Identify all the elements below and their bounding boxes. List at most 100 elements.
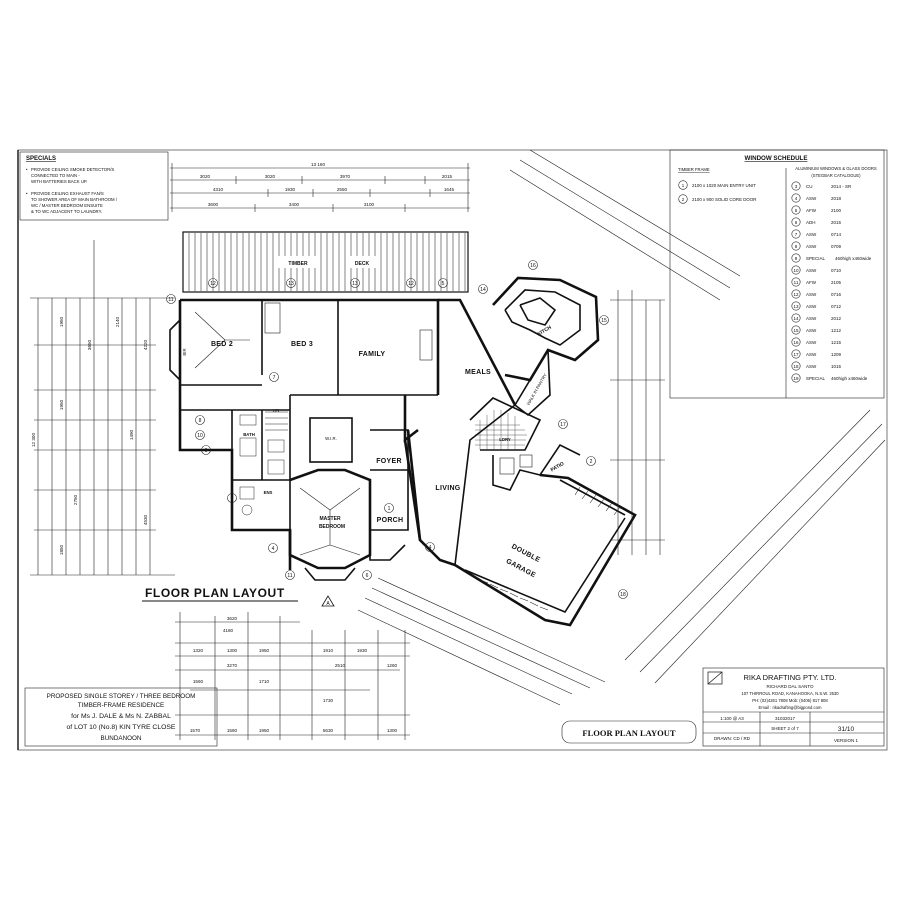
room-foyer: FOYER [376,458,402,465]
bottom-dim-r4-1: 1560 [193,679,204,684]
top-dim-r2-1: 4310 [213,187,224,192]
svg-text:460high x460wide: 460high x460wide [835,256,872,261]
room-patio: PATIO [550,461,566,474]
svg-text:16: 16 [793,340,799,345]
room-family: FAMILY [359,351,386,358]
title-label: FLOOR PLAN LAYOUT [582,728,676,738]
svg-text:18: 18 [620,592,626,598]
svg-text:12: 12 [210,281,216,287]
window-schedule-subtitle: ALUMINIUM WINDOWS & GLASS DOORS [795,166,877,171]
left-dim-r2-3: 4530 [143,514,148,525]
timber-deck-label-2: DECK [355,261,370,267]
svg-text:5: 5 [442,281,445,287]
svg-text:A: A [326,601,330,607]
top-dim-r1-1: 3020 [200,174,211,179]
svg-text:14: 14 [793,316,799,321]
svg-text:2015: 2015 [831,220,842,225]
timber-frame-1: 2100 x 1020 MAIN ENTRY UNIT [692,183,756,188]
svg-text:16: 16 [530,263,536,269]
svg-text:CU: CU [806,184,813,189]
svg-text:17: 17 [560,422,566,428]
room-wir: W.I.R. [325,436,337,441]
svg-text:6: 6 [795,220,798,225]
company-address: 107 THIRROUL ROAD, KANAHOOKA, N.S.W. 253… [741,691,839,696]
left-dim-r1-3: 1950 [59,399,64,410]
svg-text:11: 11 [168,297,173,303]
company-name: RIKA DRAFTING PTY. LTD. [743,673,836,682]
east-wing-walls [403,276,637,627]
svg-text:13: 13 [793,304,799,309]
top-dimensions: 13 160 3020 3020 3970 2015 4310 1930 255… [170,162,470,212]
svg-text:ASW: ASW [806,364,817,369]
bottom-dim-r2-4: 1910 [323,648,334,653]
svg-text:ASW: ASW [806,196,817,201]
left-dim-r2-2: 4220 [143,339,148,350]
residence-line-4: of LOT 10 (No.8) KIN TYRE CLOSE [67,724,176,731]
top-dim-r3-3: 3100 [364,202,375,207]
timber-frame-rows: 1 2100 x 1020 MAIN ENTRY UNIT 2 2100 x 9… [678,180,756,204]
room-bath: BATH [243,432,255,437]
svg-text:11: 11 [794,280,799,285]
svg-text:ASW: ASW [806,292,817,297]
bottom-dim-r4-3: 1730 [323,698,334,703]
svg-text:ASW: ASW [806,352,817,357]
svg-text:2018: 2018 [831,196,842,201]
window-schedule-title: WINDOW SCHEDULE [745,155,808,162]
svg-text:0709: 0709 [831,244,842,249]
specials-item-1: PROVIDE CEILING SMOKE DETECTOR/S CONNECT… [31,167,115,184]
svg-text:7: 7 [273,375,276,381]
svg-text:12: 12 [408,281,414,287]
svg-text:4: 4 [429,545,432,551]
svg-text:ASW: ASW [806,340,817,345]
bottom-dim-r1-1: 3620 [227,616,238,621]
timber-deck: TIMBER DECK [182,231,469,293]
bottom-dim-r3-1: 3270 [227,663,238,668]
svg-text:2012: 2012 [831,316,842,321]
svg-text:5: 5 [795,208,798,213]
top-dim-r3-2: 3400 [289,202,300,207]
svg-text:10: 10 [197,433,203,439]
svg-text:460high x460wide: 460high x460wide [831,376,868,381]
svg-text:ASW: ASW [806,304,817,309]
bottom-dim-r5-5: 1300 [387,728,398,733]
room-bed3: BED 3 [291,341,313,348]
svg-text:18: 18 [793,364,799,369]
bottom-dim-r2-1: 1320 [193,648,204,653]
svg-text:9: 9 [205,448,208,454]
residence-box: PROPOSED SINGLE STOREY / THREE BEDROOM T… [24,687,218,747]
svg-text:8: 8 [795,244,798,249]
svg-text:15: 15 [793,328,799,333]
left-dim-labels: 12 300 1950 3650 1950 2750 1850 1490 214… [31,316,148,555]
title-block: RIKA DRAFTING PTY. LTD. RICHARD DAL SANT… [702,667,885,747]
top-dim-overall: 13 160 [311,162,325,167]
svg-text:•: • [26,167,28,172]
svg-text:ASW: ASW [806,232,817,237]
top-dim-r2-3: 2550 [337,187,348,192]
bottom-dim-r2-3: 1950 [259,648,270,653]
room-master-1: MASTER [319,516,341,522]
svg-text:0712: 0712 [831,304,842,309]
svg-text:11: 11 [287,573,292,579]
left-dim-r1-1: 1950 [59,316,64,327]
right-dimensions [610,290,665,555]
room-bir: BIR [182,348,187,355]
timber-frame-label: TIMBER FRAME [678,167,710,172]
svg-text:15: 15 [601,318,607,324]
left-dim-r1-2: 3650 [87,339,92,350]
left-dimensions [30,240,175,576]
svg-text:ASW: ASW [806,244,817,249]
company-email: Email : rikadrafting@bigpond.com [759,705,822,710]
svg-text:10: 10 [793,268,799,273]
title-sheet: SHEET 2 of 7 [771,726,799,731]
svg-text:13: 13 [288,281,294,287]
bottom-dim-r5-1: 1570 [190,728,201,733]
room-bed2: BED 2 [211,341,233,348]
svg-text:3: 3 [795,184,798,189]
svg-text:4: 4 [795,196,798,201]
title-job-no: 31032017 [775,716,796,721]
room-labels: BED 2 BED 3 FAMILY MEALS KITCH WALK IN P… [182,325,565,580]
svg-text:0714: 0714 [831,232,842,237]
svg-text:2100: 2100 [831,208,842,213]
